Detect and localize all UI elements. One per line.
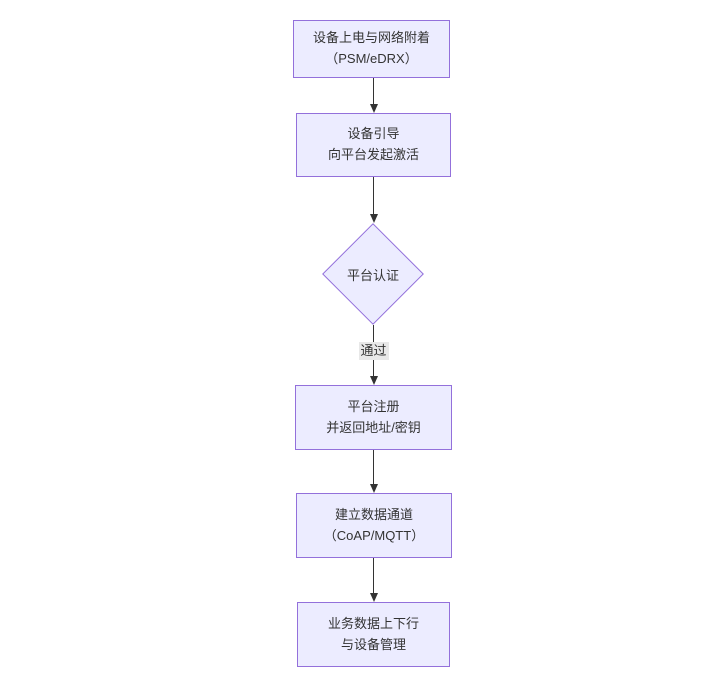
node-label: 并返回地址/密钥 [326, 419, 421, 435]
node-label: 平台注册 [347, 398, 400, 414]
edge-arrow [369, 177, 378, 223]
node-label: 向平台发起激活 [327, 147, 419, 162]
edge-arrow [369, 450, 378, 493]
edge-arrow-pass: 通过 [358, 325, 389, 385]
edge-line [373, 177, 374, 214]
node-data-channel: 建立数据通道 （CoAP/MQTT） [296, 493, 452, 558]
node-label: 设备上电与网络附着 [312, 30, 430, 46]
node-label: 与设备管理 [340, 636, 406, 652]
edge-arrow [369, 78, 378, 113]
arrowhead-down-icon [369, 376, 378, 385]
edge-line [373, 450, 374, 484]
arrowhead-down-icon [369, 214, 378, 223]
node-label: （PSM/eDRX） [325, 51, 418, 66]
edge-line [373, 78, 374, 104]
edge-arrow [369, 558, 378, 602]
edge-line [373, 558, 374, 593]
node-bootstrap: 设备引导 向平台发起激活 [296, 113, 451, 177]
node-label: 业务数据上下行 [327, 615, 419, 631]
node-platform-auth: 平台认证 [322, 223, 424, 325]
node-power-on: 设备上电与网络附着 （PSM/eDRX） [293, 20, 450, 78]
node-label: 设备引导 [347, 126, 400, 142]
arrowhead-down-icon [369, 593, 378, 602]
node-business-data: 业务数据上下行 与设备管理 [297, 602, 450, 667]
node-label: 平台认证 [346, 267, 399, 283]
edge-label: 通过 [358, 342, 389, 361]
arrowhead-down-icon [369, 484, 378, 493]
arrowhead-down-icon [369, 104, 378, 113]
node-label: 建立数据通道 [334, 506, 413, 522]
node-label: （CoAP/MQTT） [323, 527, 425, 543]
node-platform-register: 平台注册 并返回地址/密钥 [295, 385, 452, 450]
